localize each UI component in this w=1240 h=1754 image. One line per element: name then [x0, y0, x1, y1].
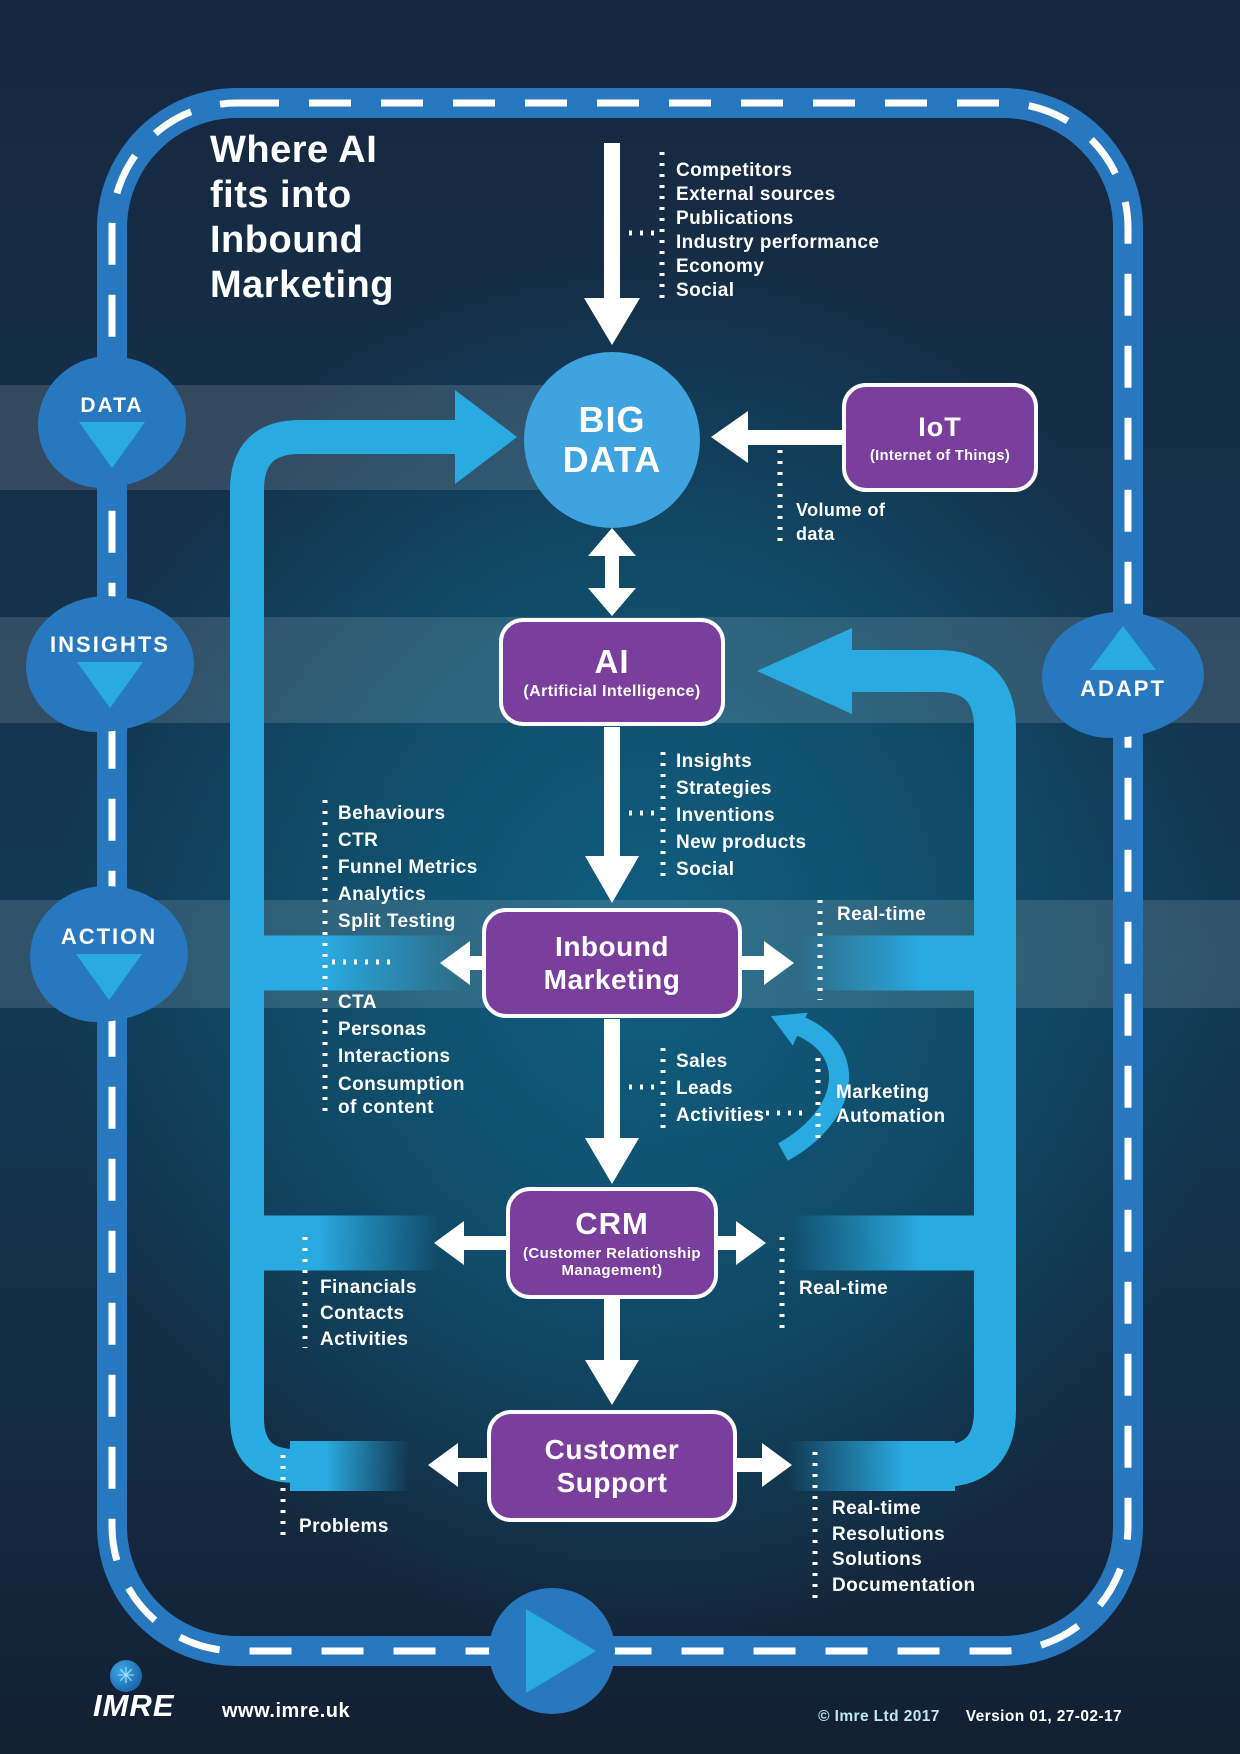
stage-label-insights: INSIGHTS — [26, 596, 194, 732]
down-arrow-icon — [76, 954, 142, 1000]
list-item: Leads — [676, 1078, 733, 1099]
version: Version 01, 27-02-17 — [965, 1708, 1122, 1725]
volume-of-data-label: Volume of data — [796, 500, 886, 544]
list-item: Strategies — [676, 778, 772, 799]
support-line1: Customer — [544, 1434, 680, 1465]
iot-title: IoT — [918, 412, 962, 442]
problems-label: Problems — [299, 1516, 389, 1537]
crm-title: CRM — [575, 1206, 649, 1241]
node-iot: IoT (Internet of Things) — [842, 383, 1038, 492]
list-item: CTA — [338, 992, 377, 1013]
action-label: ACTION — [60, 924, 158, 949]
inbound-realtime-label: Real-time — [837, 904, 927, 925]
crm-left-list: Financials Contacts Activities — [320, 1275, 417, 1353]
stage-label-action: ACTION — [30, 886, 188, 1022]
big-data-line2: DATA — [562, 439, 662, 480]
list-item: Economy — [676, 256, 765, 277]
big-data-line1: BIG — [578, 399, 646, 440]
list-item: Interactions — [338, 1046, 451, 1067]
data-label: DATA — [80, 394, 144, 417]
list-item: Social — [676, 859, 735, 880]
list-item: Personas — [338, 1019, 427, 1040]
list-item: Real-time — [832, 1498, 922, 1519]
page-title: Where AI fits into Inbound Marketing — [210, 129, 394, 306]
list-item: Funnel Metrics — [338, 857, 478, 878]
insights-label: INSIGHTS — [50, 632, 170, 657]
list-item: CTR — [338, 830, 379, 851]
copyright: © Imre Ltd 2017 — [818, 1708, 940, 1725]
crm-realtime-label: Real-time — [799, 1278, 889, 1299]
list-item: Activities — [676, 1105, 765, 1126]
list-item: Social — [676, 280, 735, 301]
list-item: Solutions — [832, 1549, 923, 1570]
adapt-label: ADAPT — [1080, 676, 1166, 701]
list-item: Split Testing — [338, 911, 456, 932]
crm-subtitle: (Customer Relationship Management) — [523, 1245, 701, 1279]
website-link[interactable]: www.imre.uk — [222, 1700, 351, 1722]
list-item: Inventions — [676, 805, 776, 826]
node-inbound-marketing: Inbound Marketing — [482, 908, 742, 1018]
crm-inputs-list: Sales Leads Activities — [676, 1048, 764, 1129]
imre-logo: IMRE — [93, 1688, 175, 1723]
inbound-line2: Marketing — [543, 964, 681, 995]
copyright-text: © Imre Ltd 2017 Version 01, 27-02-17 — [818, 1708, 1122, 1726]
list-item: New products — [676, 832, 807, 853]
stage-label-data: DATA — [38, 356, 186, 488]
inbound-line1: Inbound — [555, 931, 669, 962]
node-big-data: BIG DATA — [524, 352, 700, 528]
node-customer-support: Customer Support — [487, 1410, 737, 1522]
support-line2: Support — [556, 1467, 668, 1498]
marketing-automation-label: Marketing Automation — [836, 1082, 946, 1127]
list-item: Publications — [676, 208, 794, 229]
list-item: Industry performance — [676, 232, 880, 253]
support-right-list: Real-time Resolutions Solutions Document… — [832, 1496, 975, 1598]
list-item: Behaviours — [338, 803, 446, 824]
list-item: External sources — [676, 184, 836, 205]
list-item: Activities — [320, 1329, 409, 1350]
stage-label-adapt: ADAPT — [1042, 612, 1204, 738]
ai-title: AI — [594, 642, 630, 680]
list-item: Competitors — [676, 160, 793, 181]
list-item: Consumption of content — [338, 1074, 465, 1118]
inbound-metrics-list: Behaviours CTR Funnel Metrics Analytics … — [338, 800, 478, 935]
list-item: Contacts — [320, 1303, 405, 1324]
list-item: Insights — [676, 751, 753, 772]
node-crm: CRM (Customer Relationship Management) — [506, 1187, 718, 1299]
imre-logo-icon: ✳ — [110, 1660, 142, 1692]
ai-subtitle: (Artificial Intelligence) — [523, 682, 701, 700]
big-data-sources-list: Competitors External sources Publication… — [676, 159, 879, 303]
down-arrow-icon — [79, 422, 145, 468]
list-item: Analytics — [338, 884, 427, 905]
list-item: Sales — [676, 1051, 728, 1072]
up-arrow-icon — [1090, 626, 1156, 670]
list-item: Financials — [320, 1277, 417, 1298]
ai-outputs-list: Insights Strategies Inventions New produ… — [676, 748, 806, 883]
node-ai: AI (Artificial Intelligence) — [499, 618, 725, 726]
inbound-content-list: CTA Personas Interactions Consumption of… — [338, 989, 488, 1119]
list-item: Documentation — [832, 1574, 976, 1596]
down-arrow-icon — [77, 662, 143, 708]
iot-subtitle: (Internet of Things) — [869, 448, 1011, 464]
list-item: Resolutions — [832, 1523, 946, 1545]
